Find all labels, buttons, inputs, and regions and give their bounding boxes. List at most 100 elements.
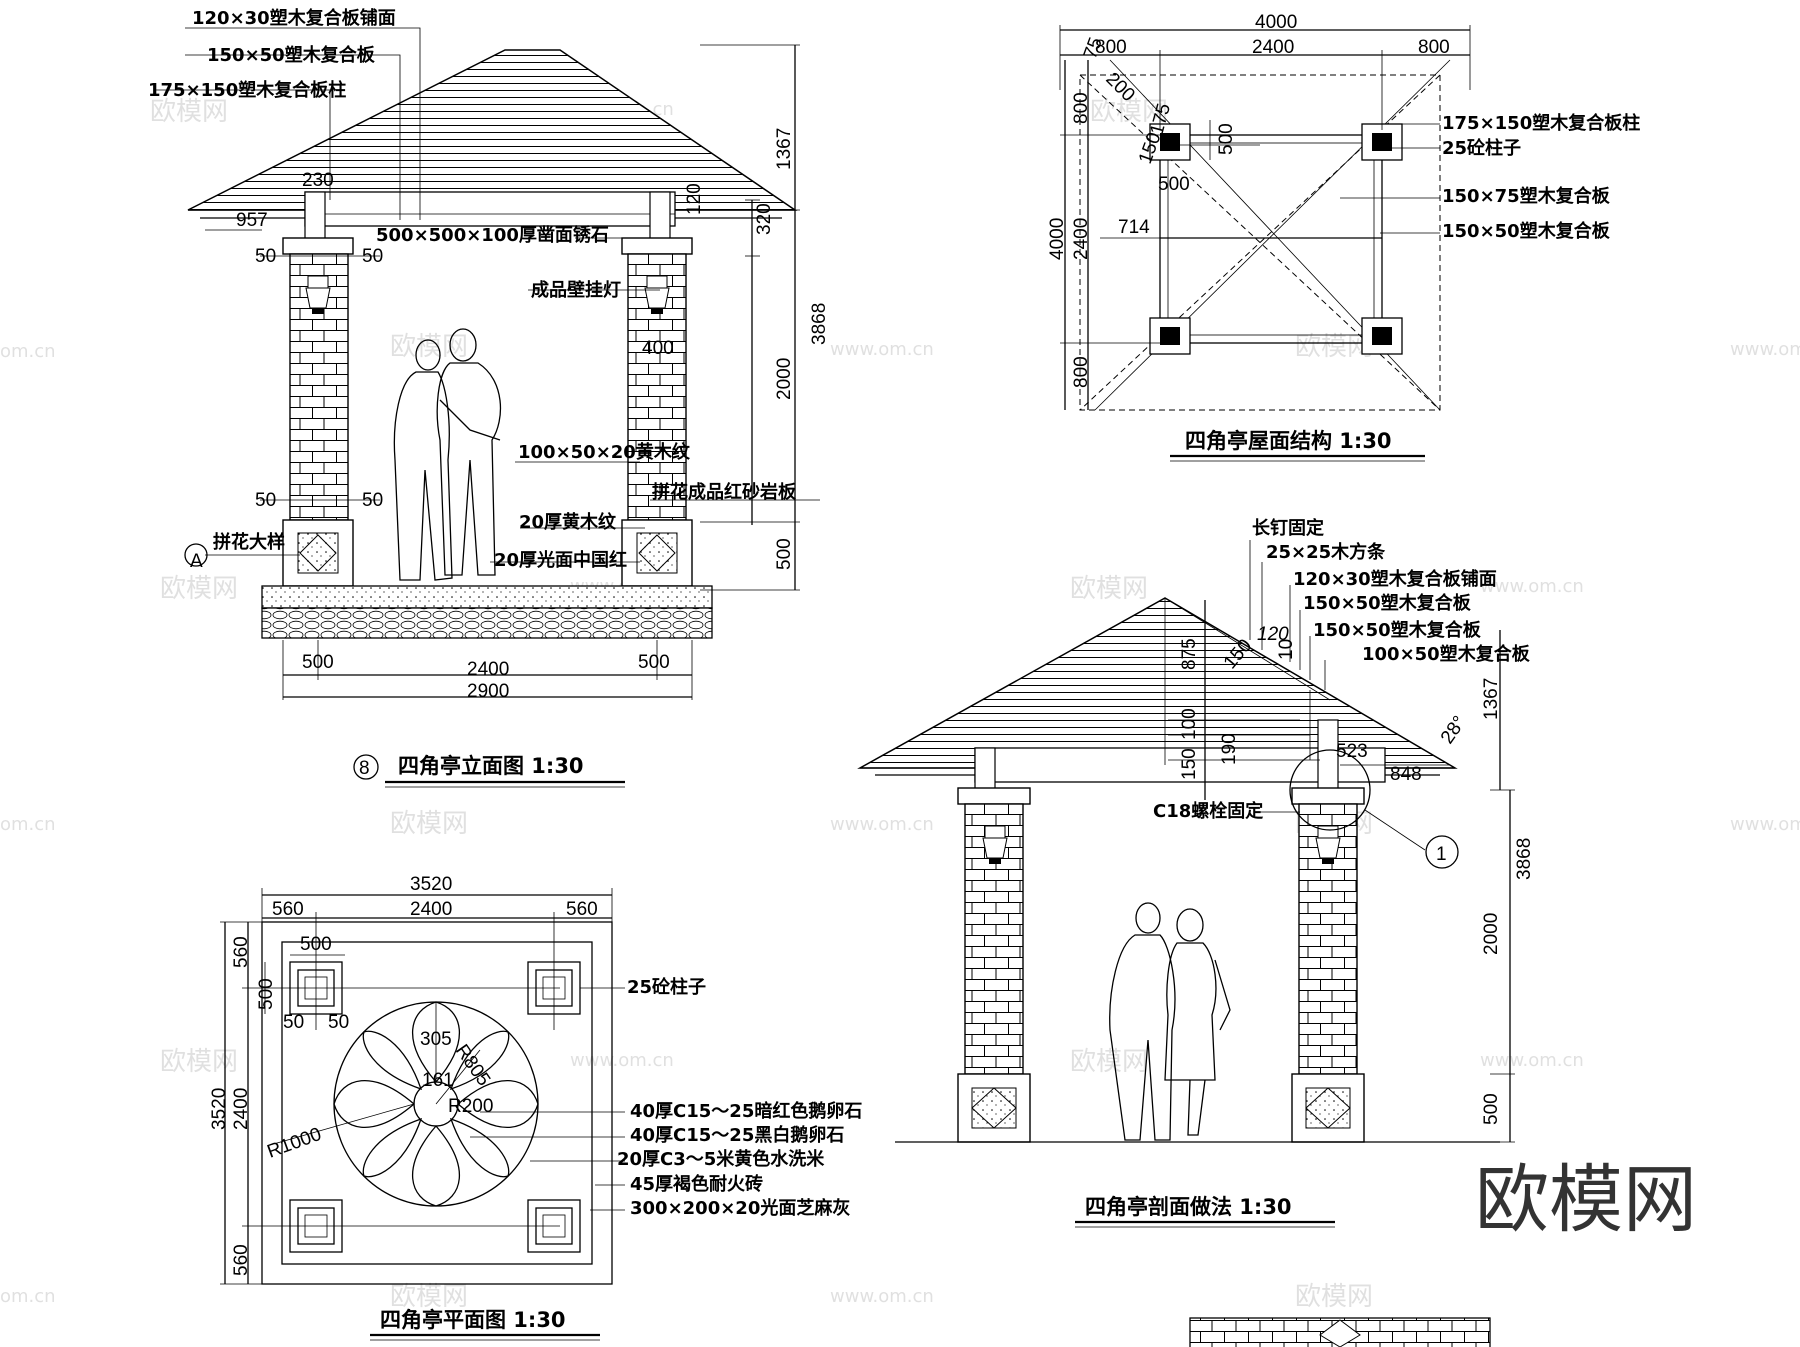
dim: 2900 [467,681,509,702]
beam [304,191,676,227]
callout: 拼花大样 [213,531,285,553]
wall-lamp-section-right [1315,825,1341,864]
dim: 161 [422,1070,454,1091]
watermark-brand: 欧模网 [1295,1282,1373,1312]
drawing-title: 四角亭立面图 1:30 [398,754,584,778]
watermark-site: www.om.cn [830,1286,934,1307]
dim: 320 [754,203,775,235]
dim: 523 [1336,741,1368,762]
dim: 50 [283,1012,304,1033]
dim: 800 [1071,356,1092,388]
watermark-brand: 欧模网 [390,809,468,839]
roof-outline [1079,74,1441,411]
dim: 2400 [231,1088,252,1130]
roof-plan-text: 4000 800 2400 800 75 200 175 150 500 500… [1047,12,1640,462]
dim: 500 [774,538,795,570]
dim: 560 [566,899,598,920]
dim: 800 [1418,37,1450,58]
dim: 500 [256,978,277,1010]
callout: 25砼柱子 [627,976,706,998]
watermark-site: www.om.cn [570,1050,674,1071]
dim: 120 [684,183,705,215]
dim: 190 [1219,733,1240,765]
callout: 40厚C15～25暗红色鹅卵石 [630,1100,862,1122]
roof-plan-drawing [1059,25,1471,411]
callout: 25砼柱子 [1442,137,1521,159]
dim: 1367 [1481,678,1502,720]
column-cap-left [282,237,354,255]
dim: 50 [255,490,276,511]
watermark-short: om.cn [0,814,56,835]
plan-text: 3520 560 2400 560 500 500 50 50 305 R805… [209,874,862,1341]
drawing-title: 四角亭剖面做法 1:30 [1085,1195,1292,1219]
detail-mark: 1 [1436,844,1447,865]
callout: 120×30塑木复合板铺面 [1293,568,1497,590]
plan-drawing [220,888,625,1285]
dim: 957 [236,210,268,231]
dim: 560 [272,899,304,920]
callout: 拼花成品红砂岩板 [652,481,797,503]
brand-logo-watermark: 欧模网 [1475,1157,1697,1243]
dim: 2000 [774,358,795,400]
section-drawing [857,540,1515,1143]
drawing-number: 8 [359,758,370,779]
dim: R200 [448,1096,493,1117]
dim: 50 [362,246,383,267]
dim: 714 [1118,217,1150,238]
callout: 成品壁挂灯 [531,279,621,301]
callout: 长钉固定 [1252,517,1324,539]
dim: 500 [638,652,670,673]
drawing-title: 四角亭屋面结构 1:30 [1185,429,1392,453]
dim: R805 [451,1041,494,1090]
dim: 848 [1390,764,1422,785]
watermark-brand: 欧模网 [1295,332,1373,362]
callout: 100×50塑木复合板 [1362,643,1531,665]
dim: 560 [231,1244,252,1276]
callout: 150×50塑木复合板 [1442,220,1611,242]
plan-outline [261,921,613,1285]
callout: 100×50×20黄木纹 [518,441,691,463]
watermark-site: www.om.cn [1730,339,1800,360]
callout: 175×150塑木复合板柱 [148,79,346,101]
dim: 500 [1481,1093,1502,1125]
watermark-site: www.om.cn [830,339,934,360]
watermark-brand: 欧模网 [160,574,238,604]
watermark-brand: 欧模网 [390,1282,468,1312]
watermark-brand: 欧模网 [1070,1047,1148,1077]
watermark-brand: 欧模网 [150,97,228,127]
dim: 875 [1179,638,1200,670]
dim: 100 [1179,708,1200,740]
callout: 500×500×100厚凿面锈石 [376,224,609,246]
watermark-short: om.cn [0,341,56,362]
callout: 150×50塑木复合板 [207,44,376,66]
dim: 10 [1276,639,1297,660]
elevation-drawing [155,27,820,700]
people-figure-section [1109,902,1231,1141]
watermark-brand: 欧模网 [390,332,468,362]
dim: 120 [1257,624,1289,645]
watermark-brand: 欧模网 [160,1047,238,1077]
wall-lamp-left [305,275,331,314]
dim: 2000 [1481,913,1502,955]
watermark-brand: 欧模网 [1070,574,1148,604]
watermark-site: www.om.cn [1730,814,1800,835]
callout: 120×30塑木复合板铺面 [192,7,396,29]
watermark-short: om.cn [0,1286,56,1307]
callout: 150×50塑木复合板 [1313,619,1482,641]
callout: 20厚C3～5米黄色水洗米 [617,1148,825,1170]
watermarks: 欧模网 www.om.cn 欧模网 om.cn 欧模网 www.om.cn 欧模… [0,97,1800,1312]
dim: 28° [1437,712,1471,748]
callout: 175×150塑木复合板柱 [1442,112,1640,134]
dim: 4000 [1047,218,1068,260]
dim: 2400 [1071,218,1092,260]
dim: 500 [1158,174,1190,195]
dim: 3868 [809,303,830,345]
watermark-brand: 欧模网 [1090,97,1168,127]
callout: C18螺栓固定 [1153,800,1263,822]
dim: 500 [302,652,334,673]
drawing-title: 四角亭平面图 1:30 [380,1308,566,1332]
partial-detail-drawing [1189,1317,1491,1347]
dim: 500 [300,934,332,955]
column-cap-right [621,237,693,255]
